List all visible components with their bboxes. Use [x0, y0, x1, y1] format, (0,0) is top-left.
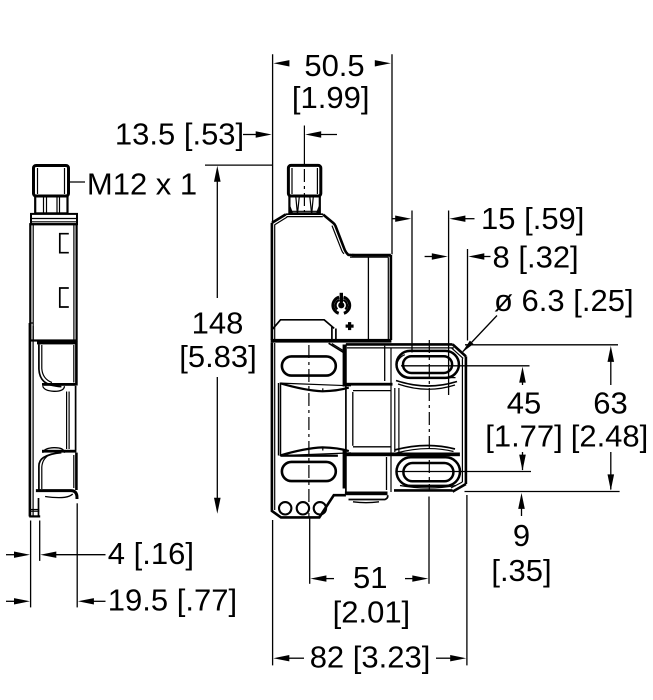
svg-text:82 [3.23]: 82 [3.23] [310, 640, 431, 675]
svg-text:ø 6.3 [.25]: ø 6.3 [.25] [494, 283, 634, 318]
svg-text:M12 x 1: M12 x 1 [87, 167, 197, 202]
svg-text:[1.77]: [1.77] [485, 419, 563, 454]
svg-text:15 [.59]: 15 [.59] [481, 201, 584, 236]
svg-text:50.5: 50.5 [304, 48, 364, 83]
svg-text:148: 148 [192, 306, 244, 341]
svg-text:[2.01]: [2.01] [333, 595, 411, 630]
svg-text:8 [.32]: 8 [.32] [493, 240, 579, 275]
svg-text:63: 63 [593, 386, 627, 421]
svg-text:51: 51 [353, 560, 387, 595]
svg-text:19.5 [.77]: 19.5 [.77] [108, 583, 237, 618]
svg-text:[5.83]: [5.83] [179, 339, 257, 374]
svg-text:[2.48]: [2.48] [571, 419, 649, 454]
svg-text:13.5 [.53]: 13.5 [.53] [115, 117, 244, 152]
svg-text:[.35]: [.35] [491, 553, 551, 588]
svg-text:45: 45 [507, 386, 541, 421]
svg-text:4 [.16]: 4 [.16] [108, 536, 194, 571]
svg-text:[1.99]: [1.99] [292, 80, 370, 115]
svg-text:9: 9 [513, 518, 530, 553]
